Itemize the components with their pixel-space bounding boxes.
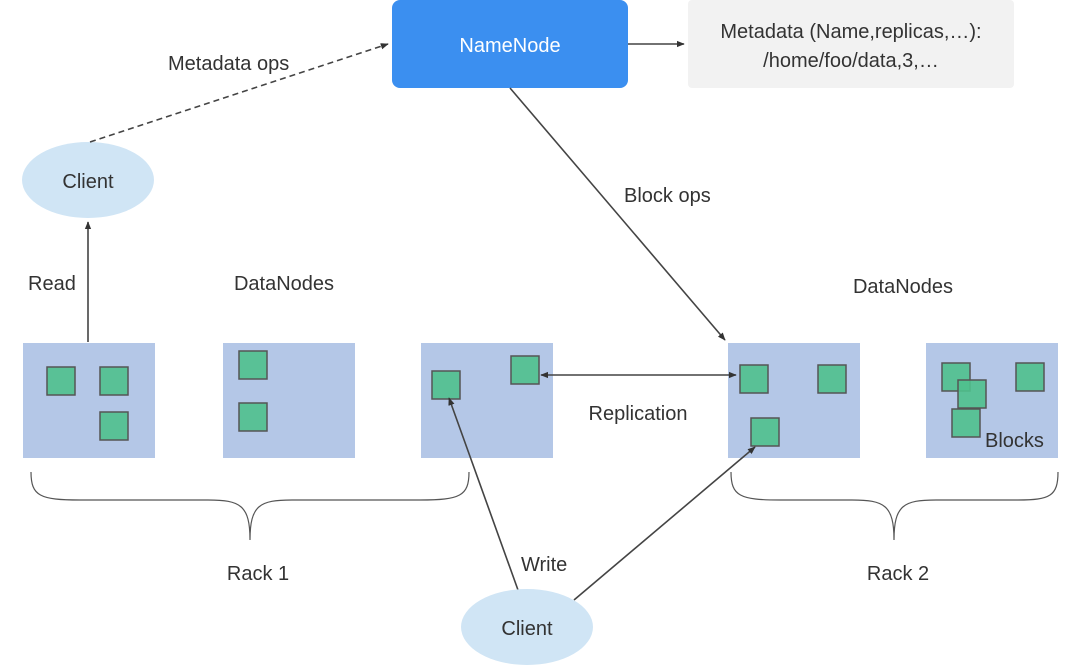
block: [1015, 362, 1045, 392]
block: [99, 366, 129, 396]
datanode-1-box: [23, 343, 155, 458]
rack-2-label: Rack 2: [867, 563, 929, 585]
block: [46, 366, 76, 396]
block-ops-label: Block ops: [624, 185, 711, 207]
block: [510, 355, 540, 385]
datanode-4: [728, 343, 860, 458]
rack-1-brace: [30, 471, 470, 541]
datanode-5-box: [926, 343, 1058, 458]
namenode-box: [392, 0, 628, 88]
datanode-5: Blocks: [926, 343, 1058, 458]
client-top-ellipse: [22, 142, 154, 218]
client-bottom: Client: [461, 589, 593, 665]
block: [238, 402, 268, 432]
namenode-label: NameNode: [459, 35, 560, 57]
block: [957, 379, 987, 409]
datanodes-left-label: DataNodes: [234, 273, 334, 295]
block: [750, 417, 780, 447]
block-ops-arrow: [509, 87, 726, 341]
block: [238, 350, 268, 380]
block: [739, 364, 769, 394]
write-label: Write: [521, 554, 567, 576]
metadata-box-bg: [688, 0, 1014, 88]
metadata-ops-label: Metadata ops: [168, 53, 289, 75]
metadata-box: Metadata (Name,replicas,…): /home/foo/da…: [688, 0, 1014, 88]
datanode-3: [421, 343, 553, 458]
datanode-1: [23, 343, 155, 458]
replication-label: Replication: [589, 403, 688, 425]
client-top: Client: [22, 142, 154, 218]
metadata-line-1: Metadata (Name,replicas,…):: [720, 21, 981, 43]
block: [99, 411, 129, 441]
client-bottom-label: Client: [501, 618, 553, 640]
metadata-ops-arrow: [89, 43, 389, 143]
write-arrow-rack-1: [448, 397, 519, 591]
block: [951, 408, 981, 438]
blocks-label: Blocks: [985, 430, 1044, 452]
rack-2-brace: [730, 471, 1059, 541]
read-label: Read: [28, 273, 76, 295]
datanode-2: [223, 343, 355, 458]
datanode-4-box: [728, 343, 860, 458]
datanodes-right-label: DataNodes: [853, 276, 953, 298]
write-arrow-rack-2: [573, 446, 756, 601]
client-top-label: Client: [62, 171, 114, 193]
namenode: NameNode: [392, 0, 628, 88]
block: [431, 370, 461, 400]
block: [817, 364, 847, 394]
metadata-line-2: /home/foo/data,3,…: [763, 50, 939, 72]
rack-1-label: Rack 1: [227, 563, 289, 585]
client-bottom-ellipse: [461, 589, 593, 665]
